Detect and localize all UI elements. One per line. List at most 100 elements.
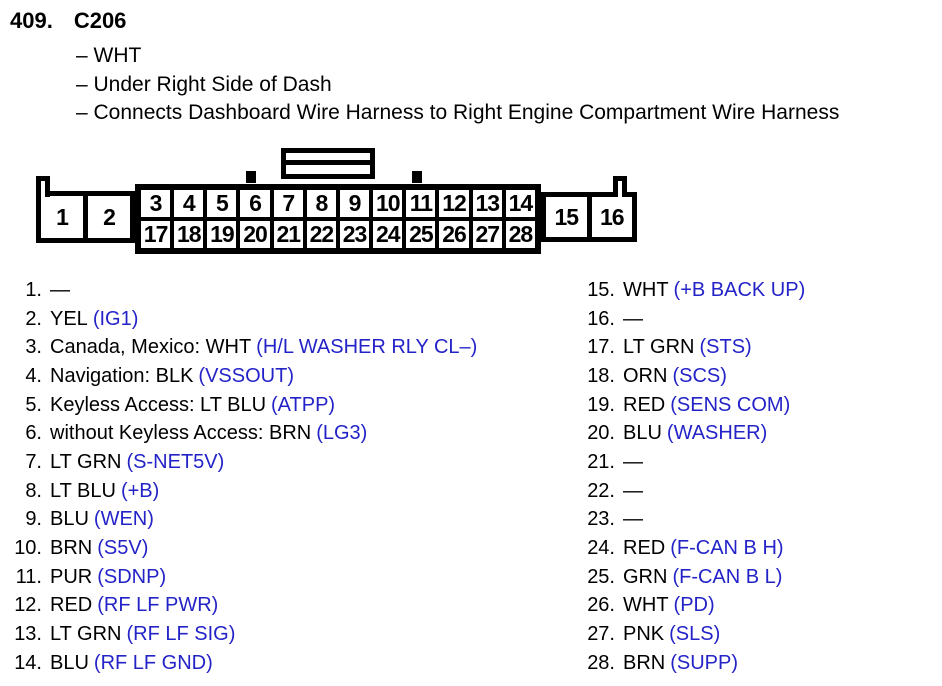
connector-pin-cell: 3 <box>141 190 171 217</box>
pin-number: 16. <box>587 307 615 330</box>
pin-description: Keyless Access: LT BLU <box>50 393 267 416</box>
pin-row: 12.RED(RF LF PWR) <box>12 592 477 621</box>
pin-row: 1.— <box>12 276 477 305</box>
pin-row: 20. BLU(WASHER) <box>587 419 805 448</box>
pin-description: PNK <box>623 623 665 646</box>
pin-number: 24. <box>587 537 615 560</box>
connector-pin-cell: 21 <box>273 221 303 248</box>
pin-description: BLU <box>50 508 89 531</box>
pin-row: 10. BRN(S5V) <box>12 534 477 563</box>
pin-list-left-column: 1.—2. YEL(IG1) 3.Canada, Mexico: WHT(H/L W… <box>12 276 477 678</box>
connector-pin-cell: 22 <box>306 221 336 248</box>
connector-details: – WHT – Under Right Side of Dash – Conne… <box>76 42 839 128</box>
pin-number: 1. <box>25 278 42 301</box>
pin-number: 13. <box>14 623 42 646</box>
pin-number: 20. <box>587 422 615 445</box>
pin-signal: (S-NET5V) <box>126 450 225 473</box>
pin-row: 4.Navigation: BLK(VSSOUT) <box>12 362 477 391</box>
pin-row: 18.ORN(SCS) <box>587 362 805 391</box>
connector-pin-cell: 17 <box>141 221 171 248</box>
connector-pin-cell: 15 <box>546 197 587 237</box>
pin-number: 5. <box>25 393 42 416</box>
pin-row: 13. LT GRN(RF LF SIG) <box>12 620 477 649</box>
connector-pin-cell: 23 <box>339 221 370 248</box>
pin-signal: (RF LF SIG) <box>126 623 236 646</box>
pin-number: 10. <box>14 537 42 560</box>
connector-key-tab-right <box>412 171 422 183</box>
connector-pin-cell: 4 <box>174 190 204 217</box>
pin-signal: (VSSOUT) <box>198 364 294 387</box>
pin-row: 28.BRN(SUPP) <box>587 649 805 678</box>
pin-signal: (IG1) <box>92 307 139 330</box>
connector-pin-cell: 13 <box>472 190 502 217</box>
pin-row: 8.LT BLU(+B) <box>12 477 477 506</box>
pin-description: — <box>623 450 643 473</box>
page-title: 409.C206 <box>10 8 126 34</box>
connector-pin-cell: 1 <box>41 196 83 238</box>
detail-location: – Under Right Side of Dash <box>76 72 332 96</box>
pin-number: 25. <box>587 565 615 588</box>
pin-signal: (S5V) <box>97 537 149 560</box>
pin-description: without Keyless Access: BRN <box>50 422 312 445</box>
pin-description: — <box>623 479 643 502</box>
detail-function: – Connects Dashboard Wire Harness to Rig… <box>76 101 840 124</box>
pin-signal: (SCS) <box>672 364 727 387</box>
pin-row: 2. YEL(IG1) <box>12 305 477 334</box>
pin-signal: (H/L WASHER RLY CL–) <box>256 336 478 359</box>
pin-row: 17.LT GRN(STS) <box>587 333 805 362</box>
connector-key-tab-left <box>246 171 256 183</box>
pin-row: 23.— <box>587 506 805 535</box>
pin-row: 27. PNK(SLS) <box>587 620 805 649</box>
connector-pin-cell: 7 <box>273 190 303 217</box>
pin-signal: (RF LF GND) <box>93 651 213 674</box>
pin-number: 6. <box>25 422 42 445</box>
pin-number: 4. <box>25 364 42 387</box>
connector-pin-cell: 9 <box>339 190 370 217</box>
pin-description: — <box>623 307 643 330</box>
pin-row: 6. without Keyless Access: BRN(LG3) <box>12 419 477 448</box>
connector-pin-cell: 19 <box>207 221 237 248</box>
pin-signal: (SUPP) <box>670 651 739 674</box>
connector-hook-right <box>613 176 627 197</box>
connector-pin-cell: 20 <box>240 221 270 248</box>
pin-row: 15.WHT(+B BACK UP) <box>587 276 805 305</box>
pin-signal: (SENS COM) <box>670 393 791 416</box>
latch-line <box>286 160 370 165</box>
pin-row: 19. RED(SENS COM) <box>587 391 805 420</box>
pin-description: BLU <box>50 651 89 674</box>
pin-list-right-column: 15.WHT(+B BACK UP)16. — 17.LT GRN(STS)18.O… <box>587 276 805 678</box>
pin-row: 11.PUR(SDNP) <box>12 563 477 592</box>
pin-description: BRN <box>50 537 93 560</box>
pin-number: 2. <box>25 307 42 330</box>
connector-pin-cell: 5 <box>207 190 237 217</box>
pin-description: RED <box>50 594 93 617</box>
pin-description: RED <box>623 393 666 416</box>
pin-description: BLU <box>623 422 662 445</box>
pin-signal: (SDNP) <box>97 565 167 588</box>
pin-description: — <box>623 508 643 531</box>
pin-signal: (+B BACK UP) <box>673 278 806 301</box>
pin-description: LT GRN <box>50 623 122 646</box>
pin-number: 21. <box>587 450 615 473</box>
pin-signal: (LG3) <box>316 422 368 445</box>
pin-signal: (SLS) <box>669 623 721 646</box>
item-number: 409. <box>10 8 53 33</box>
pin-description: LT BLU <box>50 479 116 502</box>
pin-signal: (ATPP) <box>271 393 336 416</box>
pin-description: YEL <box>50 307 88 330</box>
pin-description: PUR <box>50 565 93 588</box>
pin-number: 19. <box>587 393 615 416</box>
pin-row: 3.Canada, Mexico: WHT(H/L WASHER RLY CL–… <box>12 333 477 362</box>
pin-signal: (RF LF PWR) <box>97 594 219 617</box>
pin-number: 27. <box>587 623 615 646</box>
pin-signal: (WASHER) <box>666 422 768 445</box>
pin-number: 8. <box>25 479 42 502</box>
pin-number: 15. <box>587 278 615 301</box>
pin-signal: (STS) <box>699 336 752 359</box>
pin-number: 7. <box>25 450 42 473</box>
pin-description: BRN <box>623 651 666 674</box>
